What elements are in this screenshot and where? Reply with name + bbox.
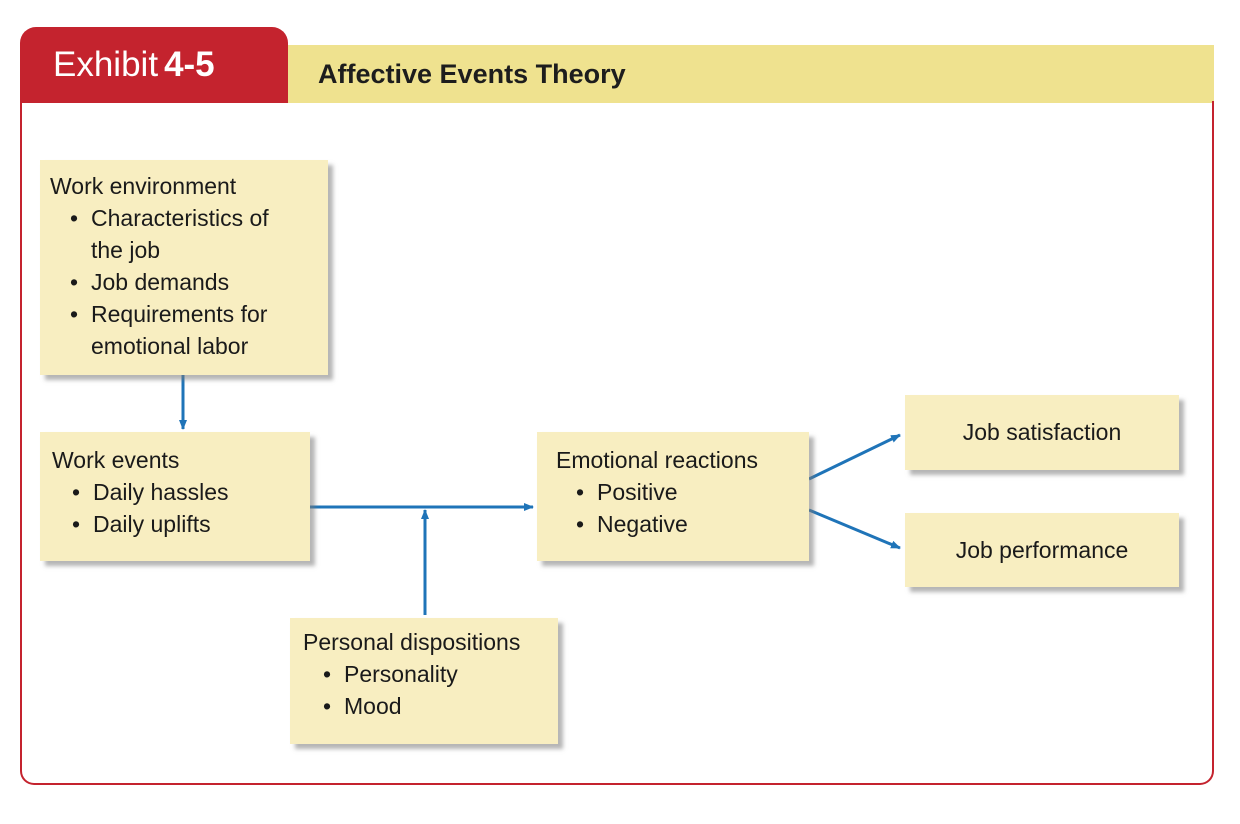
diagram-frame xyxy=(20,101,1214,785)
exhibit-label: Exhibit xyxy=(53,45,159,84)
personal-dispositions-list: Personality Mood xyxy=(303,658,558,722)
exhibit-number: 4-5 xyxy=(164,45,215,84)
job-satisfaction-label: Job satisfaction xyxy=(962,419,1122,445)
personal-dispositions-heading: Personal dispositions xyxy=(303,629,521,655)
title-bar: Affective Events Theory xyxy=(288,45,1214,103)
personal-dispositions-box: Personal dispositions Personality Mood xyxy=(290,618,558,744)
work-events-list: Daily hassles Daily uplifts xyxy=(52,476,310,540)
work-environment-heading: Work environment xyxy=(50,173,237,199)
list-item: Mood xyxy=(303,690,558,722)
list-item: Job demands xyxy=(50,266,328,298)
job-satisfaction-box: Job satisfaction xyxy=(905,395,1179,470)
work-environment-box: Work environment Characteristics of the … xyxy=(40,160,328,375)
job-performance-label: Job performance xyxy=(955,537,1129,563)
arrow-emotional-to-satisfaction xyxy=(808,433,901,481)
work-events-box: Work events Daily hassles Daily uplifts xyxy=(40,432,310,561)
list-item: Daily hassles xyxy=(52,476,310,508)
arrow-emotional-to-performance xyxy=(808,508,901,550)
job-performance-box: Job performance xyxy=(905,513,1179,587)
list-item: Negative xyxy=(556,508,809,540)
list-item: Characteristics of xyxy=(50,202,328,234)
emotional-reactions-list: Positive Negative xyxy=(556,476,809,540)
emotional-reactions-heading: Emotional reactions xyxy=(556,447,758,473)
list-item: Daily uplifts xyxy=(52,508,310,540)
list-item-continuation: emotional labor xyxy=(91,333,249,359)
list-item: Personality xyxy=(303,658,558,690)
list-item-continuation: the job xyxy=(91,237,161,263)
diagram-title: Affective Events Theory xyxy=(318,59,626,89)
work-environment-list: Characteristics of the job Job demands R… xyxy=(50,202,328,362)
list-item: Requirements for xyxy=(50,298,328,330)
emotional-reactions-box: Emotional reactions Positive Negative xyxy=(537,432,809,561)
list-item: Positive xyxy=(556,476,809,508)
work-events-heading: Work events xyxy=(52,447,180,473)
